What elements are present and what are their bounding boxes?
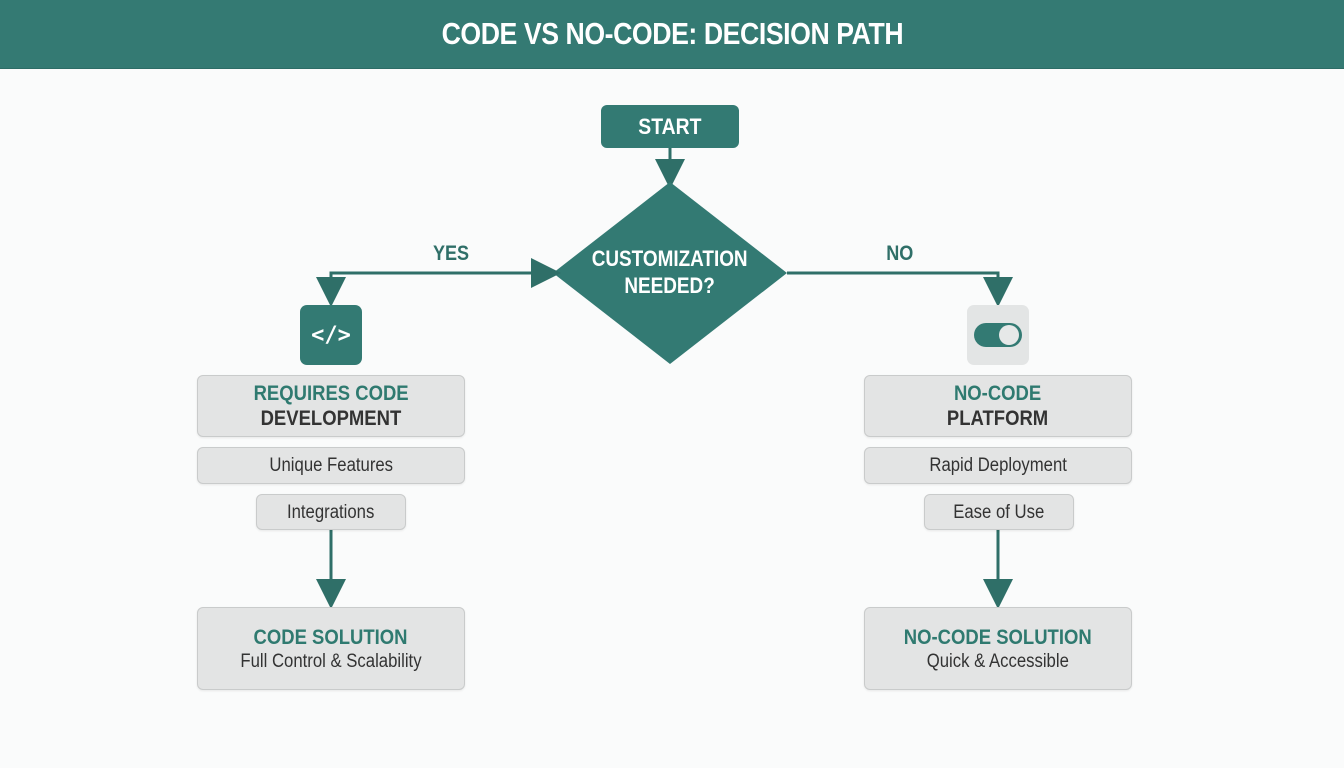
development-title: DEVELOPMENT: [260, 407, 402, 430]
yes-label-text: YES: [432, 242, 470, 265]
feature-box-unique: Unique Features: [197, 447, 465, 484]
decision-line1: CUSTOMIZATION: [592, 246, 748, 271]
feature-unique-label: Unique Features: [269, 455, 393, 476]
diagram-title: CODE VS NO-CODE: DECISION PATH: [441, 16, 903, 51]
decision-diamond: [553, 182, 787, 364]
start-node: START: [601, 105, 739, 148]
toggle-track: [974, 323, 1022, 347]
yes-label: YES: [430, 242, 472, 266]
code-glyph: </>: [311, 322, 351, 348]
feature-rapid-label: Rapid Deployment: [929, 455, 1067, 476]
toggle-switch-icon: [967, 305, 1029, 365]
requires-code-title: REQUIRES CODE: [253, 382, 409, 405]
no-code-solution-subtitle: Quick & Accessible: [926, 650, 1070, 672]
feature-ease-label: Ease of Use: [953, 501, 1045, 523]
code-brackets-icon: </>: [300, 305, 362, 365]
decision-line2: NEEDED?: [624, 273, 716, 298]
feature-box-integrations: Integrations: [256, 494, 406, 530]
no-label-text: NO: [886, 242, 914, 265]
feature-box-rapid: Rapid Deployment: [864, 447, 1132, 484]
no-label: NO: [884, 242, 916, 266]
header-banner: CODE VS NO-CODE: DECISION PATH: [0, 0, 1344, 69]
toggle-knob: [999, 325, 1019, 345]
code-solution-title: CODE SOLUTION: [253, 625, 408, 649]
no-code-solution-title: NO-CODE SOLUTION: [904, 625, 1092, 649]
code-solution-box: CODE SOLUTION Full Control & Scalability: [197, 607, 465, 690]
no-code-platform-box: NO-CODE PLATFORM: [864, 375, 1132, 437]
feature-integrations-label: Integrations: [287, 501, 375, 523]
decision-node: CUSTOMIZATION NEEDED?: [560, 245, 780, 299]
no-code-solution-box: NO-CODE SOLUTION Quick & Accessible: [864, 607, 1132, 690]
code-solution-subtitle: Full Control & Scalability: [240, 650, 422, 672]
feature-box-ease: Ease of Use: [924, 494, 1074, 530]
start-label: START: [638, 113, 702, 139]
platform-title: PLATFORM: [947, 407, 1049, 430]
no-code-title: NO-CODE: [954, 382, 1042, 405]
requires-code-box: REQUIRES CODE DEVELOPMENT: [197, 375, 465, 437]
